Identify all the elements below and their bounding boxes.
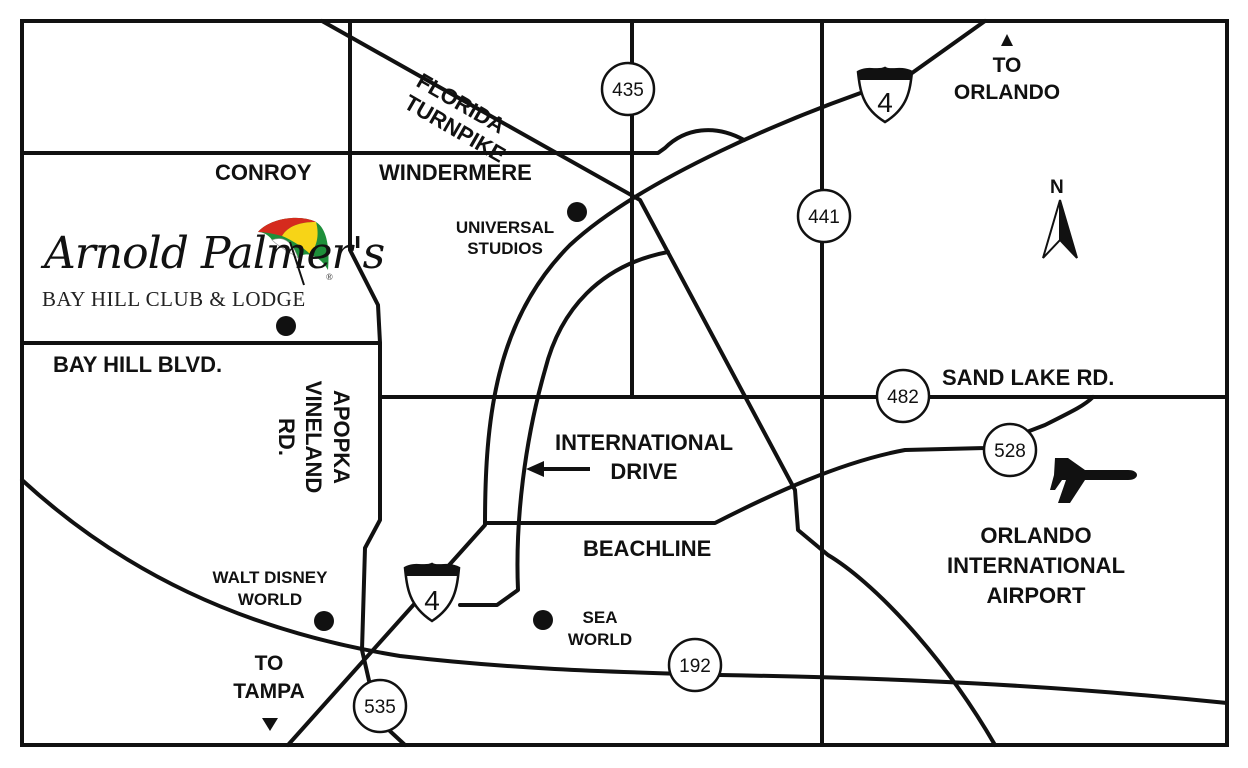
direction-to-orlando: TO ORLANDO [930, 55, 1084, 103]
shield-535-label: 535 [364, 697, 396, 718]
shield-441: 441 [796, 188, 852, 244]
to-tampa-line2: TAMPA [233, 680, 305, 703]
map-frame [20, 19, 1229, 747]
disney-line1: WALT DISNEY [212, 568, 328, 587]
shield-441-label: 441 [808, 207, 840, 228]
interstate-4-north-label: 4 [877, 87, 893, 118]
shield-435-label: 435 [612, 80, 644, 101]
road-apopka-vineland [348, 19, 407, 747]
airport-line3: AIRPORT [986, 583, 1086, 608]
road-florida-turnpike [320, 19, 997, 747]
to-tampa-line1: TO [254, 652, 284, 675]
place-conroy: CONROY [215, 160, 312, 185]
seaworld-line2: WORLD [567, 630, 633, 649]
airplane-icon [1050, 458, 1137, 503]
logo-script: Arnold Palmer's [44, 228, 385, 279]
universal-line1: UNIVERSAL [455, 218, 555, 237]
location-dot-icon [533, 610, 553, 630]
logo-registered-mark: ® [326, 272, 333, 282]
road-label-bay-hill-blvd: BAY HILL BLVD. [53, 352, 223, 377]
direction-to-tampa: TO TAMPA [214, 653, 324, 702]
airport-line1: ORLANDO [980, 523, 1092, 548]
place-universal-studios: UNIVERSAL STUDIOS [440, 219, 570, 257]
south-direction-triangle-icon [262, 718, 278, 731]
road-top-horizontal [20, 128, 746, 155]
shield-192: 192 [667, 637, 723, 693]
apopka-vineland-text: APOPKA VINELAND RD. [274, 380, 354, 494]
shield-435: 435 [600, 61, 656, 117]
interstate-4-shield-south: 4 [403, 562, 461, 623]
to-orlando-line1: TO [992, 54, 1022, 77]
international-drive-line2: DRIVE [610, 459, 678, 484]
location-dot-icon [276, 316, 296, 336]
shield-482: 482 [875, 368, 931, 424]
interstate-4-south-label: 4 [424, 585, 440, 616]
umbrella-logo-icon [258, 217, 329, 286]
airport-line2: INTERNATIONAL [946, 553, 1126, 578]
universal-line2: STUDIOS [467, 239, 543, 258]
logo-club-name: BAY HILL CLUB & LODGE [42, 287, 306, 311]
road-beachline [483, 395, 1095, 525]
road-label-apopka-vineland: APOPKA VINELAND RD. [273, 362, 356, 512]
location-dot-icon [567, 202, 587, 222]
international-drive-line1: INTERNATIONAL [554, 430, 734, 455]
arrow-left-icon [526, 461, 590, 477]
place-windermere: WINDERMERE [379, 160, 532, 185]
to-orlando-line2: ORLANDO [953, 81, 1061, 104]
shield-528-label: 528 [994, 441, 1026, 462]
seaworld-line1: SEA [582, 608, 618, 627]
road-label-beachline: BEACHLINE [583, 536, 712, 561]
shield-535: 535 [352, 678, 408, 734]
location-dot-icon [314, 611, 334, 631]
interstate-4-shield-north: 4 [856, 66, 914, 124]
shield-482-label: 482 [887, 387, 919, 408]
road-label-sand-lake: SAND LAKE RD. [942, 365, 1115, 390]
place-orlando-international-airport: ORLANDO INTERNATIONAL AIRPORT [916, 525, 1156, 607]
place-walt-disney-world: WALT DISNEY WORLD [190, 569, 350, 608]
disney-line2: WORLD [237, 590, 303, 609]
road-us192 [20, 478, 1229, 705]
north-direction-triangle-icon [1001, 34, 1013, 46]
road-interstate-4 [286, 19, 987, 747]
road-label-international-drive: INTERNATIONAL DRIVE [530, 432, 758, 483]
north-label: N [1050, 177, 1064, 198]
north-arrow-icon [1042, 199, 1078, 259]
road-international-drive [458, 250, 670, 607]
place-sea-world: SEA WORLD [552, 609, 648, 648]
shield-528: 528 [982, 422, 1038, 478]
shield-192-label: 192 [679, 656, 711, 677]
